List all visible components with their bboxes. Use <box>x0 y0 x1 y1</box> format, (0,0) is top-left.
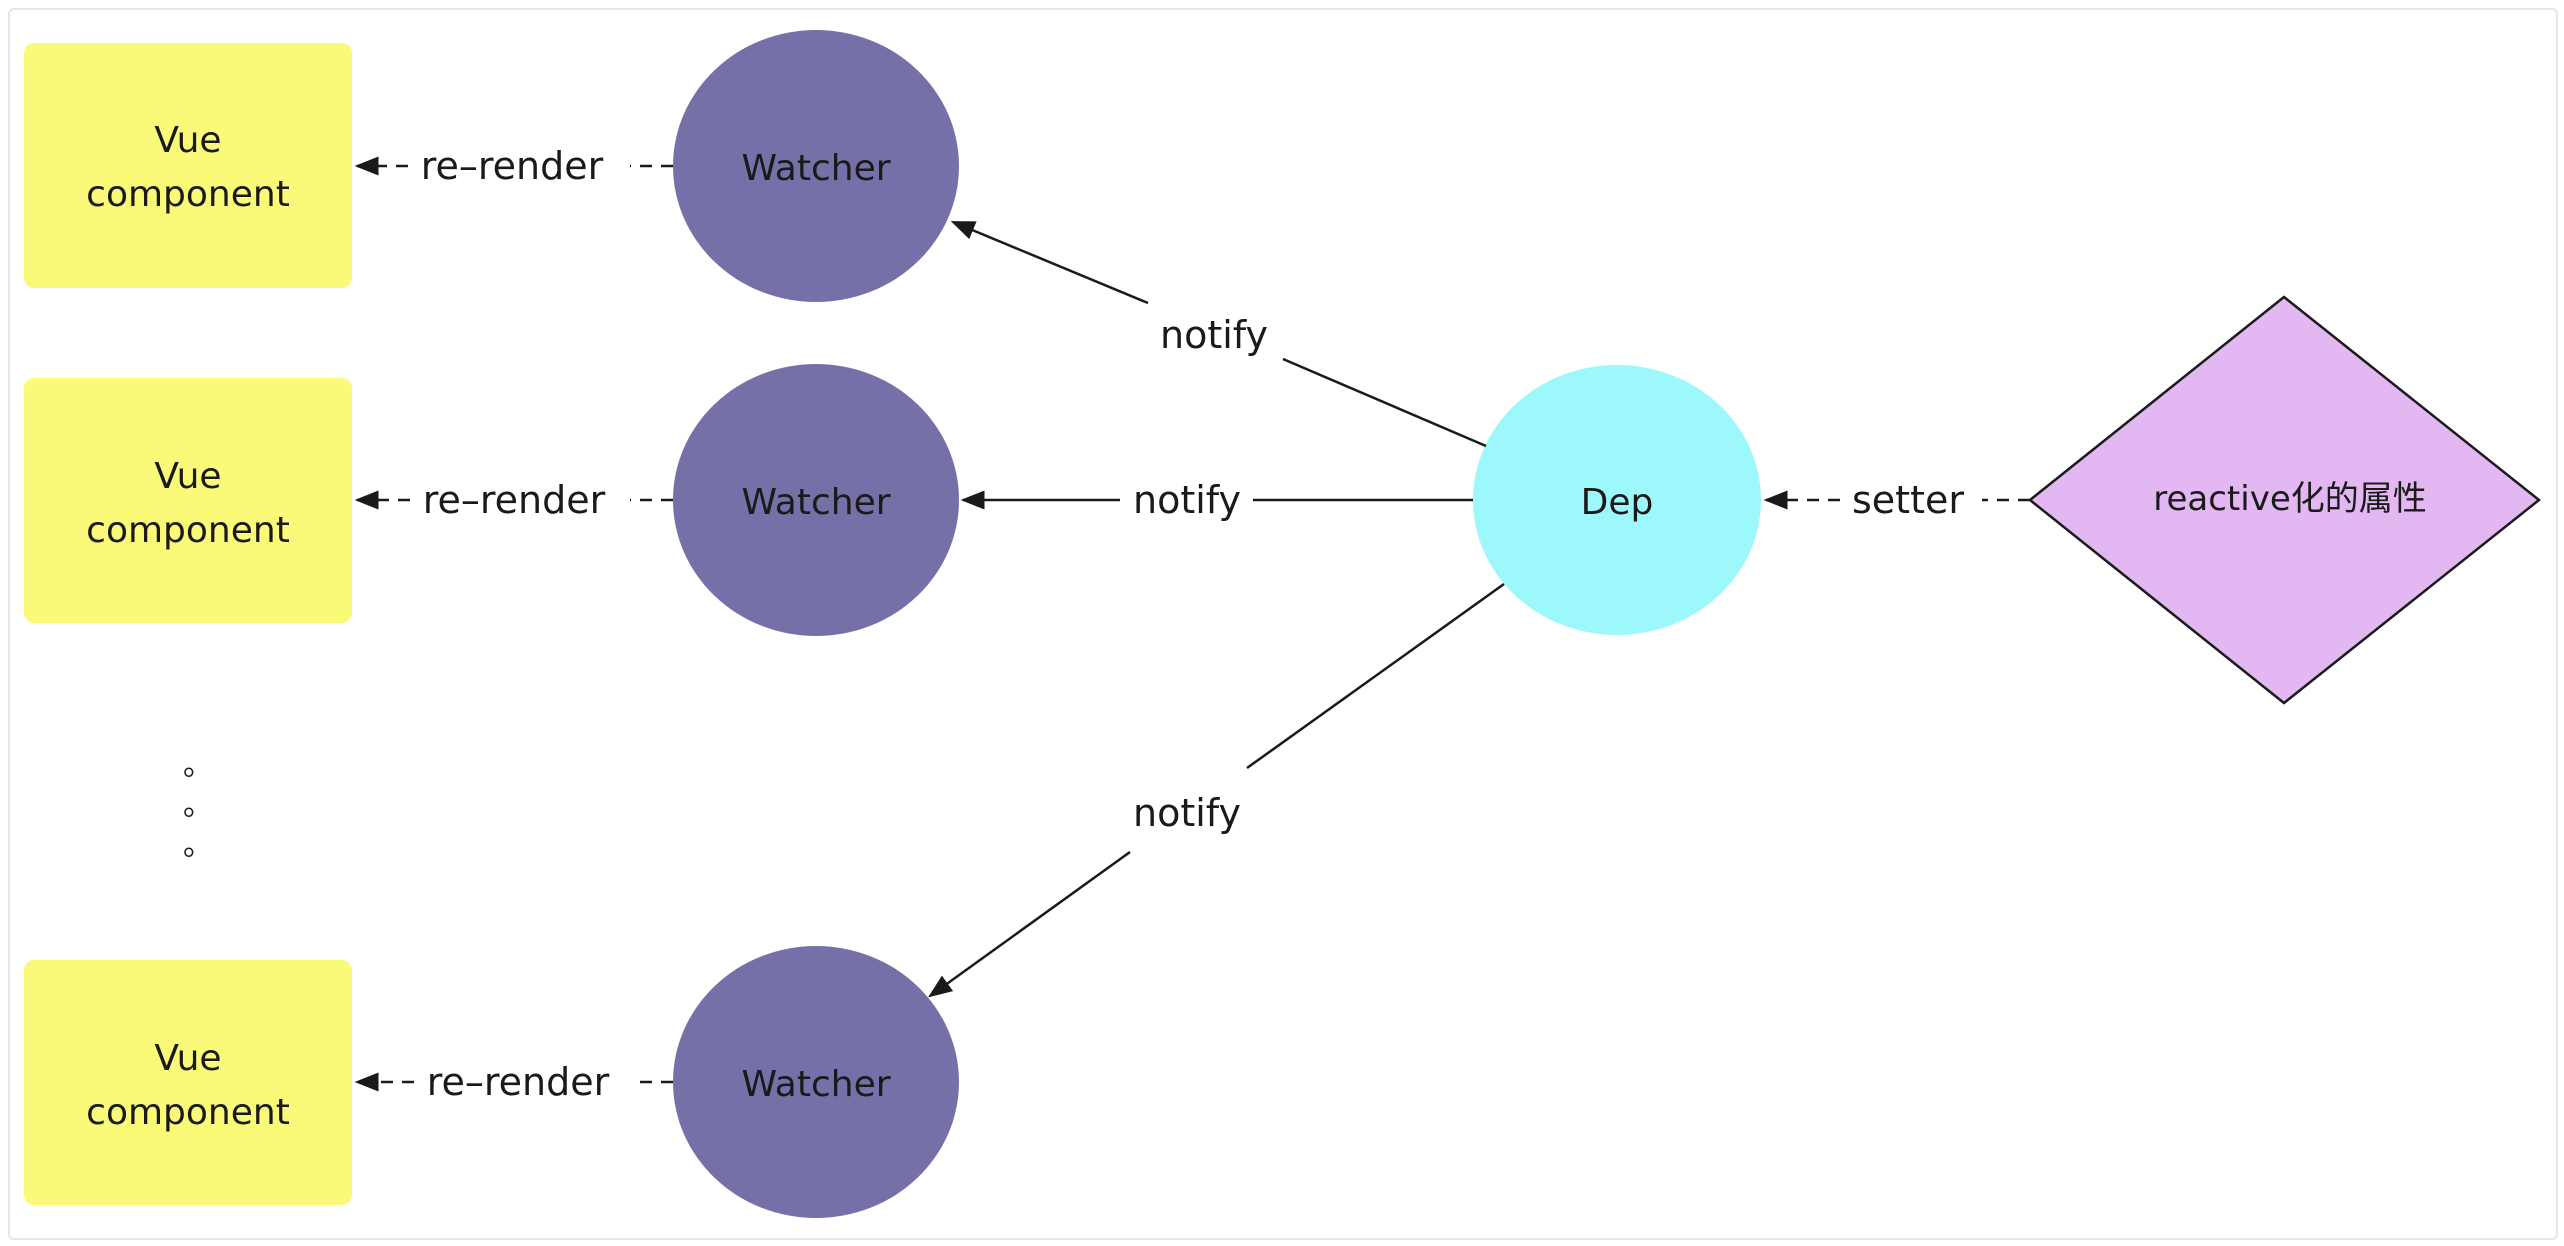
reactive-property-label: reactive化的属性 <box>2153 479 2427 519</box>
ellipsis-dot-2: 。 <box>183 788 213 823</box>
vue-component-2-line2: component <box>86 510 290 551</box>
notify-edge-3: notify <box>928 582 1505 998</box>
ellipsis-dot-3: 。 <box>183 828 213 863</box>
watcher-2: Watcher <box>673 364 959 636</box>
notify-label-3: notify <box>1133 791 1241 835</box>
watcher-3: Watcher <box>673 946 959 1218</box>
notify-edge-2: notify <box>960 478 1473 522</box>
ellipsis-dot-1: 。 <box>183 748 213 783</box>
setter-label: setter <box>1852 478 1964 522</box>
notify-label-1: notify <box>1160 313 1268 357</box>
setter-edge: setter <box>1763 478 2030 522</box>
re-render-label-3: re–render <box>427 1060 610 1104</box>
reactive-property-node: reactive化的属性 <box>2027 295 2542 705</box>
watcher-1: Watcher <box>673 30 959 302</box>
vue-component-2: Vue component <box>24 378 352 623</box>
ellipsis-dots: 。 。 。 <box>183 748 213 863</box>
re-render-label-1: re–render <box>421 144 604 188</box>
notify-edge-1: notify <box>950 220 1487 448</box>
vue-component-1-line1: Vue <box>154 120 221 161</box>
dep-node: Dep <box>1473 365 1761 635</box>
diagram-frame <box>8 8 2558 1240</box>
vue-component-1-line2: component <box>86 174 290 215</box>
re-render-edge-2: re–render <box>354 478 673 522</box>
re-render-edge-3: re–render <box>354 1060 673 1104</box>
vue-component-2-line1: Vue <box>154 456 221 497</box>
watcher-2-label: Watcher <box>741 482 890 523</box>
vue-component-3-line2: component <box>86 1092 290 1133</box>
re-render-label-2: re–render <box>423 478 606 522</box>
watcher-3-label: Watcher <box>741 1064 890 1105</box>
vue-component-3: Vue component <box>24 960 352 1205</box>
vue-component-1: Vue component <box>24 43 352 288</box>
vue-component-3-line1: Vue <box>154 1038 221 1079</box>
watcher-1-label: Watcher <box>741 148 890 189</box>
notify-label-2: notify <box>1133 478 1241 522</box>
dep-label: Dep <box>1581 482 1654 523</box>
re-render-edge-1: re–render <box>354 144 673 188</box>
